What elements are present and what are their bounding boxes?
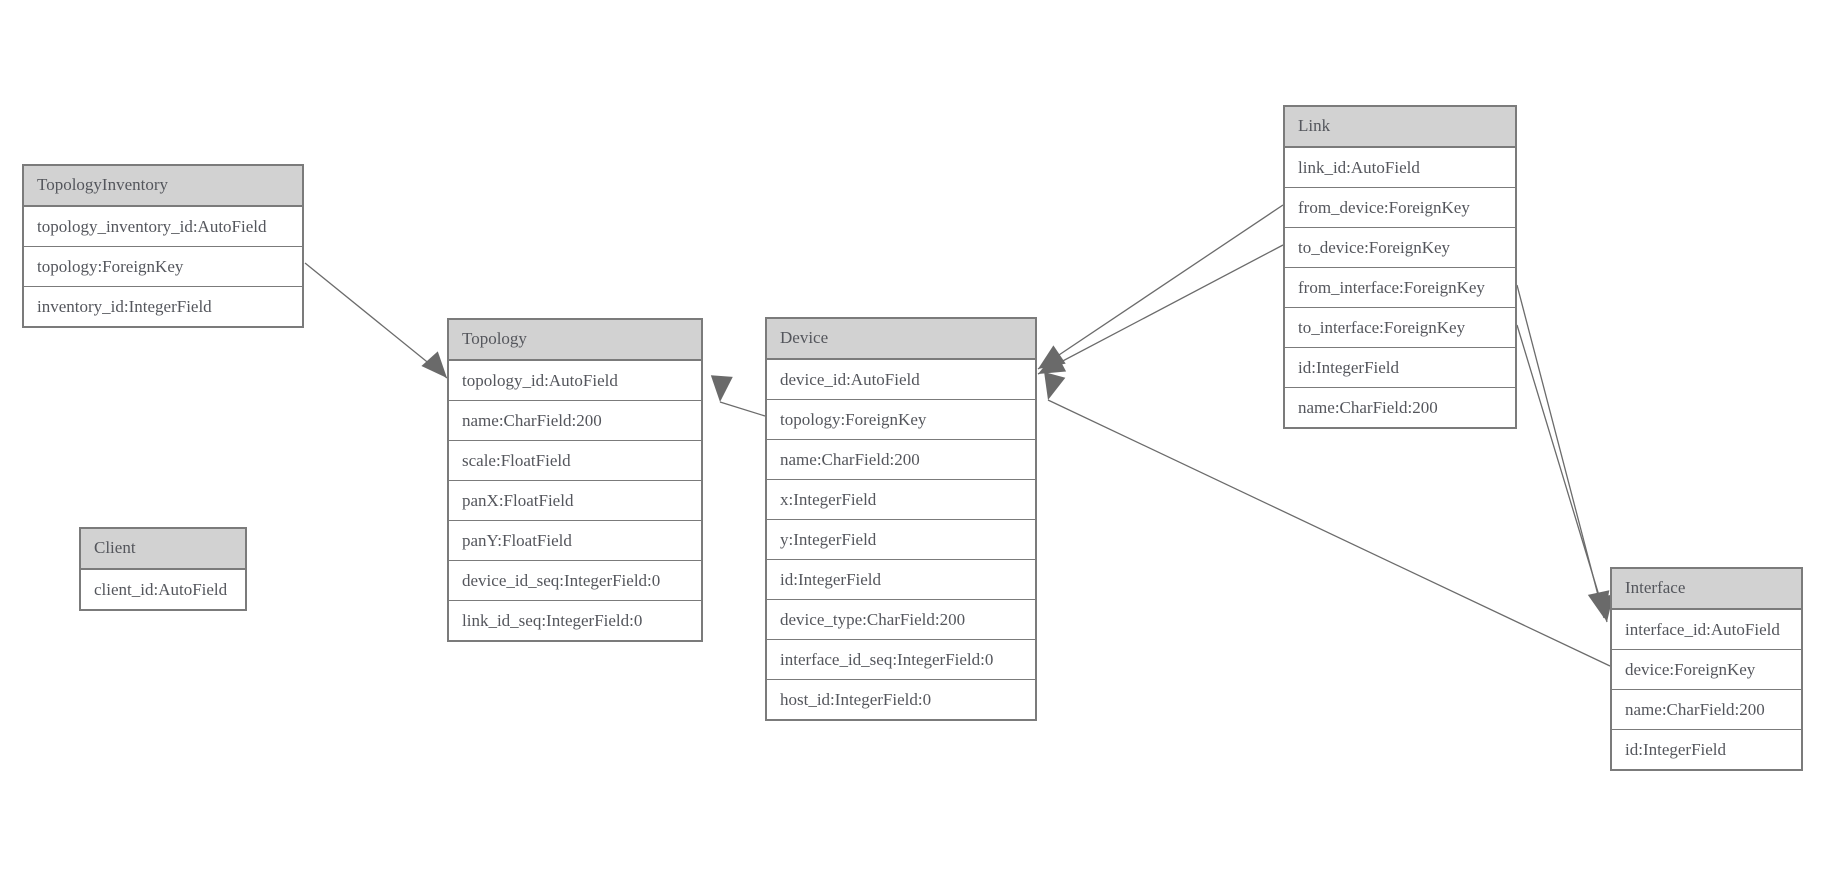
field-row: name:CharField:200 <box>1285 387 1515 427</box>
arrowhead <box>710 375 733 402</box>
field-row: client_id:AutoField <box>81 569 245 609</box>
entity-title: Device <box>767 319 1035 359</box>
edge-topologyinventory-topology <box>304 262 448 379</box>
entity-title: Topology <box>449 320 701 360</box>
field-row: x:IntegerField <box>767 479 1035 519</box>
field-row: link_id:AutoField <box>1285 147 1515 187</box>
arrowhead <box>421 351 447 378</box>
field-row: to_interface:ForeignKey <box>1285 307 1515 347</box>
field-row: scale:FloatField <box>449 440 701 480</box>
edge-link-to_interface-interface <box>1516 324 1614 623</box>
field-row: device_id_seq:IntegerField:0 <box>449 560 701 600</box>
field-row: panX:FloatField <box>449 480 701 520</box>
field-row: topology:ForeignKey <box>767 399 1035 439</box>
field-row: link_id_seq:IntegerField:0 <box>449 600 701 640</box>
field-row: topology:ForeignKey <box>24 246 302 286</box>
edge-link-to_device-device <box>1037 244 1284 375</box>
field-row: device_id:AutoField <box>767 359 1035 399</box>
entity-title: Interface <box>1612 569 1801 609</box>
entity-title: TopologyInventory <box>24 166 302 206</box>
field-row: interface_id:AutoField <box>1612 609 1801 649</box>
field-row: device_type:CharField:200 <box>767 599 1035 639</box>
field-row: name:CharField:200 <box>1612 689 1801 729</box>
field-row: name:CharField:200 <box>767 439 1035 479</box>
field-row: panY:FloatField <box>449 520 701 560</box>
arrowhead <box>1044 372 1066 400</box>
edge-interface-device <box>1044 372 1611 667</box>
field-row: from_device:ForeignKey <box>1285 187 1515 227</box>
field-row: topology_inventory_id:AutoField <box>24 206 302 246</box>
field-row: to_device:ForeignKey <box>1285 227 1515 267</box>
field-row: id:IntegerField <box>1285 347 1515 387</box>
field-row: interface_id_seq:IntegerField:0 <box>767 639 1035 679</box>
entity-title: Client <box>81 529 245 569</box>
entity-title: Link <box>1285 107 1515 147</box>
field-row: topology_id:AutoField <box>449 360 701 400</box>
field-row: host_id:IntegerField:0 <box>767 679 1035 719</box>
arrowhead <box>1038 352 1067 374</box>
field-row: device:ForeignKey <box>1612 649 1801 689</box>
edge-device-topology <box>710 375 766 417</box>
field-row: y:IntegerField <box>767 519 1035 559</box>
field-row: name:CharField:200 <box>449 400 701 440</box>
field-row: inventory_id:IntegerField <box>24 286 302 326</box>
arrowhead <box>1591 594 1614 622</box>
field-row: id:IntegerField <box>1612 729 1801 769</box>
field-row: from_interface:ForeignKey <box>1285 267 1515 307</box>
field-row: id:IntegerField <box>767 559 1035 599</box>
